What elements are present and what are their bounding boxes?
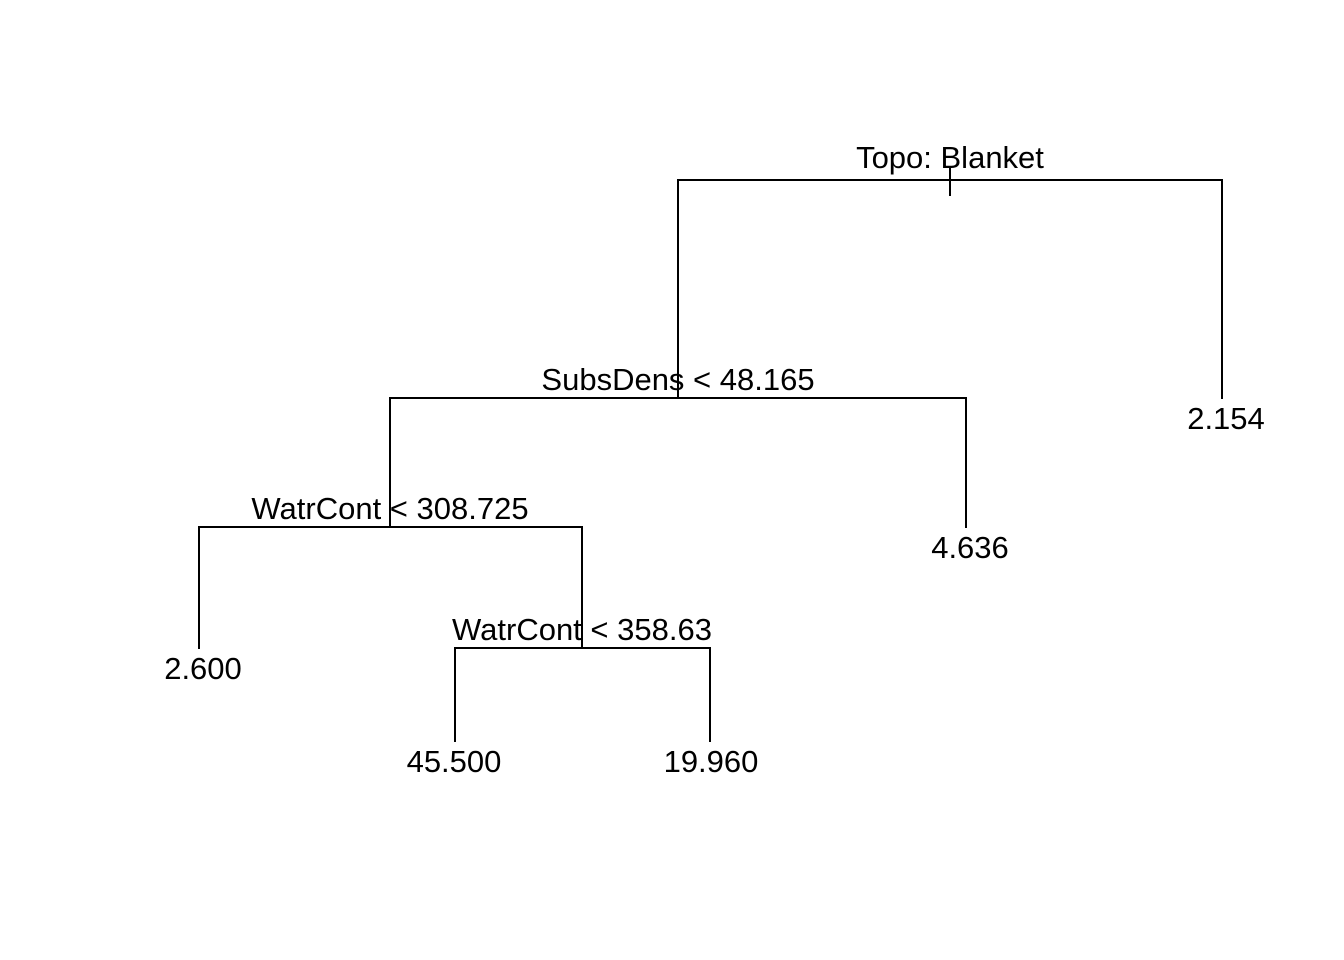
leaf-value-d: 45.500 — [407, 744, 502, 779]
split-node-subsdens: SubsDens < 48.165 — [389, 362, 967, 528]
split-label-subsdens: SubsDens < 48.165 — [541, 362, 814, 397]
split-label-topo: Topo: Blanket — [856, 140, 1044, 175]
split-node-topo: Topo: Blanket — [677, 140, 1223, 399]
split-label-watrcont-2: WatrCont < 358.63 — [452, 612, 712, 647]
leaf-value-e: 19.960 — [664, 744, 759, 779]
leaf-value-c: 2.600 — [164, 651, 242, 686]
split-node-watrcont-2: WatrCont < 358.63 — [452, 612, 712, 742]
leaf-value-a: 2.154 — [1187, 401, 1265, 436]
split-label-watrcont-1: WatrCont < 308.725 — [251, 491, 528, 526]
leaf-value-b: 4.636 — [931, 530, 1009, 565]
split-node-watrcont-1: WatrCont < 308.725 — [198, 491, 583, 649]
